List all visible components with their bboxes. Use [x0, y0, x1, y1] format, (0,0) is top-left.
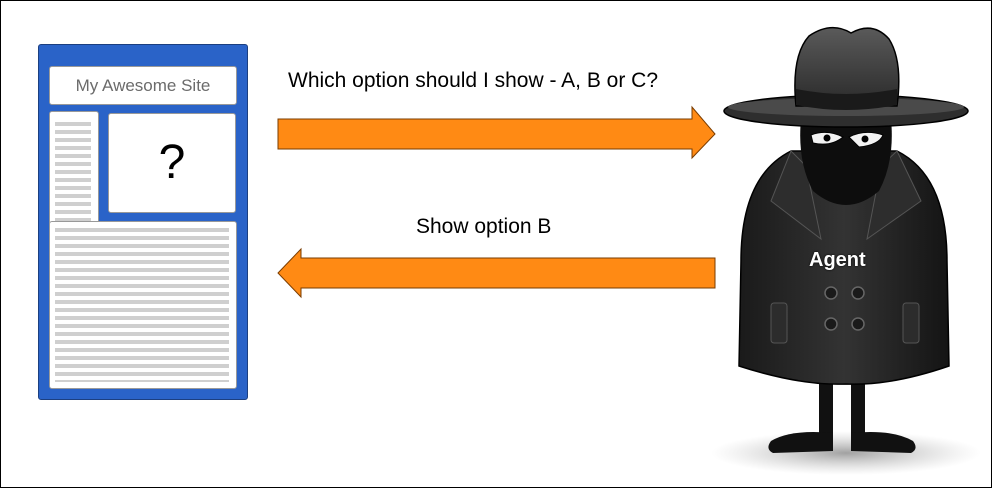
site-content-block — [49, 221, 237, 389]
coat-button — [824, 286, 838, 300]
response-message: Show option B — [416, 215, 552, 238]
site-header: My Awesome Site — [49, 66, 237, 105]
hat-band — [796, 89, 897, 110]
right-arrow-icon — [277, 105, 716, 160]
right-pocket — [902, 302, 920, 344]
coat-collar — [770, 150, 822, 241]
website-mockup: My Awesome Site ? — [38, 44, 248, 400]
right-shoe — [851, 432, 916, 453]
coat-button — [851, 286, 865, 300]
request-message: Which option should I show - A, B or C? — [288, 69, 659, 92]
left-shoe — [768, 432, 833, 453]
coat-button — [824, 317, 838, 331]
coat-button — [851, 317, 865, 331]
ground-shadow — [711, 431, 981, 475]
left-pocket — [770, 302, 788, 344]
hat-crown — [794, 27, 900, 107]
left-arrow-icon — [277, 247, 716, 299]
agent-label: Agent — [809, 249, 866, 271]
variant-placeholder: ? — [108, 113, 236, 213]
